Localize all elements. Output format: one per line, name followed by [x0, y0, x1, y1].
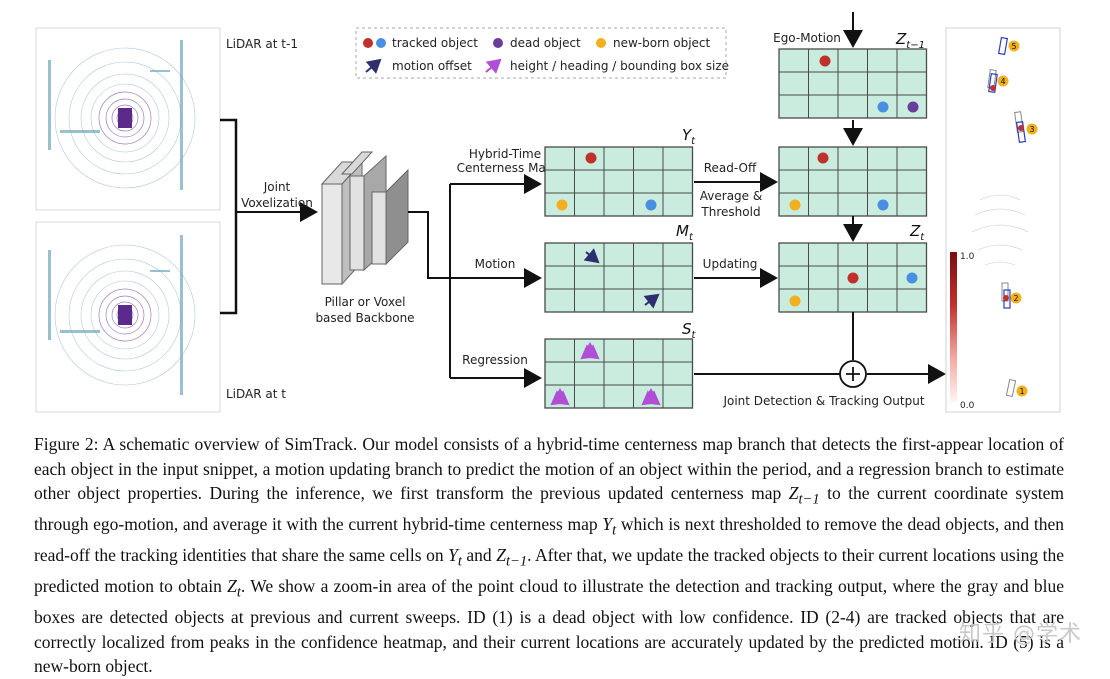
yt-tracked-red-dot: [585, 152, 597, 164]
yt-tracked-blue-dot: [645, 199, 657, 211]
grid-zprev: [778, 48, 928, 119]
grid-zt: [778, 242, 928, 313]
zt-newborn-dot: [789, 295, 801, 307]
lidar-cur-label: LiDAR at t: [226, 387, 286, 401]
legend-newborn-dot: [596, 38, 606, 48]
grid-maps: [544, 48, 928, 409]
updating-label: Updating: [703, 257, 758, 271]
legend: tracked object dead object new-born obje…: [355, 27, 729, 79]
avg-tracked-red-dot: [817, 152, 829, 164]
zprev-tracked-red-dot: [819, 55, 831, 67]
joint-label-2: Voxelization: [241, 196, 313, 210]
legend-motion-label: motion offset: [392, 59, 472, 73]
average-label-2: Threshold: [700, 205, 760, 219]
svg-text:4: 4: [1000, 77, 1005, 86]
colorbar: [950, 252, 957, 402]
id-badge-5: 5: [1008, 40, 1020, 52]
branch-regression-label: Regression: [462, 353, 528, 367]
id-badge-4: 4: [997, 75, 1009, 87]
backbone-label-2: based Backbone: [315, 311, 414, 325]
st-size-arrows-icon: [641, 388, 661, 406]
legend-newborn-label: new-born object: [613, 36, 711, 50]
zt-tracked-blue-dot: [906, 272, 918, 284]
joint-label-1: Joint: [263, 180, 291, 194]
legend-tracked-label: tracked object: [392, 36, 478, 50]
mt-motion-arrow-icon: [583, 248, 600, 264]
ego-motion-label: Ego-Motion: [773, 31, 841, 45]
joint-voxelization-connector: [220, 118, 318, 315]
backbone-label-1: Pillar or Voxel: [325, 295, 406, 309]
yt-newborn-dot: [556, 199, 568, 211]
avg-tracked-blue-dot: [877, 199, 889, 211]
legend-size-arrow-icon: [485, 58, 502, 74]
figure: LiDAR at t-1 LiDAR at t Joint Voxelizati…: [35, 12, 1061, 413]
legend-size-label: height / heading / bounding box size: [510, 59, 729, 73]
svg-text:2: 2: [1013, 294, 1018, 303]
legend-dead-dot: [493, 38, 503, 48]
zprev-tracked-blue-dot: [877, 101, 889, 113]
legend-tracked-red-dot: [363, 38, 373, 48]
branch-hybrid-label-2: Centerness Map: [457, 161, 554, 175]
branch-hybrid-label-1: Hybrid-Time: [469, 147, 541, 161]
figure-caption: Figure 2: A schematic overview of SimTra…: [34, 434, 1065, 676]
id-badge-1: 1: [1016, 385, 1028, 397]
zt-tracked-red-dot: [847, 272, 859, 284]
zprev-dead-dot: [907, 101, 919, 113]
right-connectors: [694, 12, 946, 384]
colorbar-max: 1.0: [960, 252, 975, 262]
simtrack-diagram: LiDAR at t-1 LiDAR at t Joint Voxelizati…: [35, 12, 1061, 413]
colorbar-min: 0.0: [960, 401, 975, 411]
svg-text:1: 1: [1019, 387, 1024, 396]
branch-motion-label: Motion: [475, 257, 516, 271]
joint-output-label: Joint Detection & Tracking Output: [722, 394, 924, 408]
grid-yt: [544, 146, 694, 217]
id-badge-3: 3: [1026, 123, 1038, 135]
lidar-prev-panel: [35, 27, 221, 211]
avg-newborn-dot: [789, 199, 801, 211]
svg-text:5: 5: [1011, 42, 1016, 51]
lidar-cur-panel: [35, 221, 221, 413]
mt-motion-arrow-icon: [643, 293, 660, 309]
combine-plus-glyph: [846, 367, 860, 381]
map-y-title: Yt: [682, 126, 696, 147]
map-zt-title: Zt: [909, 222, 925, 243]
output-panel: 1.0 0.0 1 2 3 4 5: [945, 27, 1061, 413]
backbone-blocks: [320, 151, 409, 286]
legend-dead-label: dead object: [510, 36, 581, 50]
average-label-1: Average &: [700, 189, 762, 203]
branch-connectors: [408, 174, 542, 388]
map-zprev-title: Zt−1: [895, 30, 925, 51]
legend-motion-arrow-icon: [365, 58, 382, 74]
st-size-arrows-icon: [550, 388, 570, 406]
legend-tracked-blue-dot: [376, 38, 386, 48]
st-size-arrows-icon: [580, 342, 600, 360]
readoff-label: Read-Off: [704, 161, 757, 175]
map-s-title: St: [682, 320, 697, 341]
lidar-prev-label: LiDAR at t-1: [226, 37, 298, 51]
grid-averaged: [778, 146, 928, 217]
grid-mt: [544, 242, 694, 313]
watermark: 知乎 @学术: [959, 622, 1082, 647]
svg-text:3: 3: [1029, 125, 1034, 134]
map-m-title: Mt: [676, 222, 694, 243]
output-boxes: [987, 36, 1027, 398]
id-badges: 1 2 3 4 5: [997, 40, 1038, 397]
id-badge-2: 2: [1010, 292, 1022, 304]
grid-st: [544, 338, 694, 409]
